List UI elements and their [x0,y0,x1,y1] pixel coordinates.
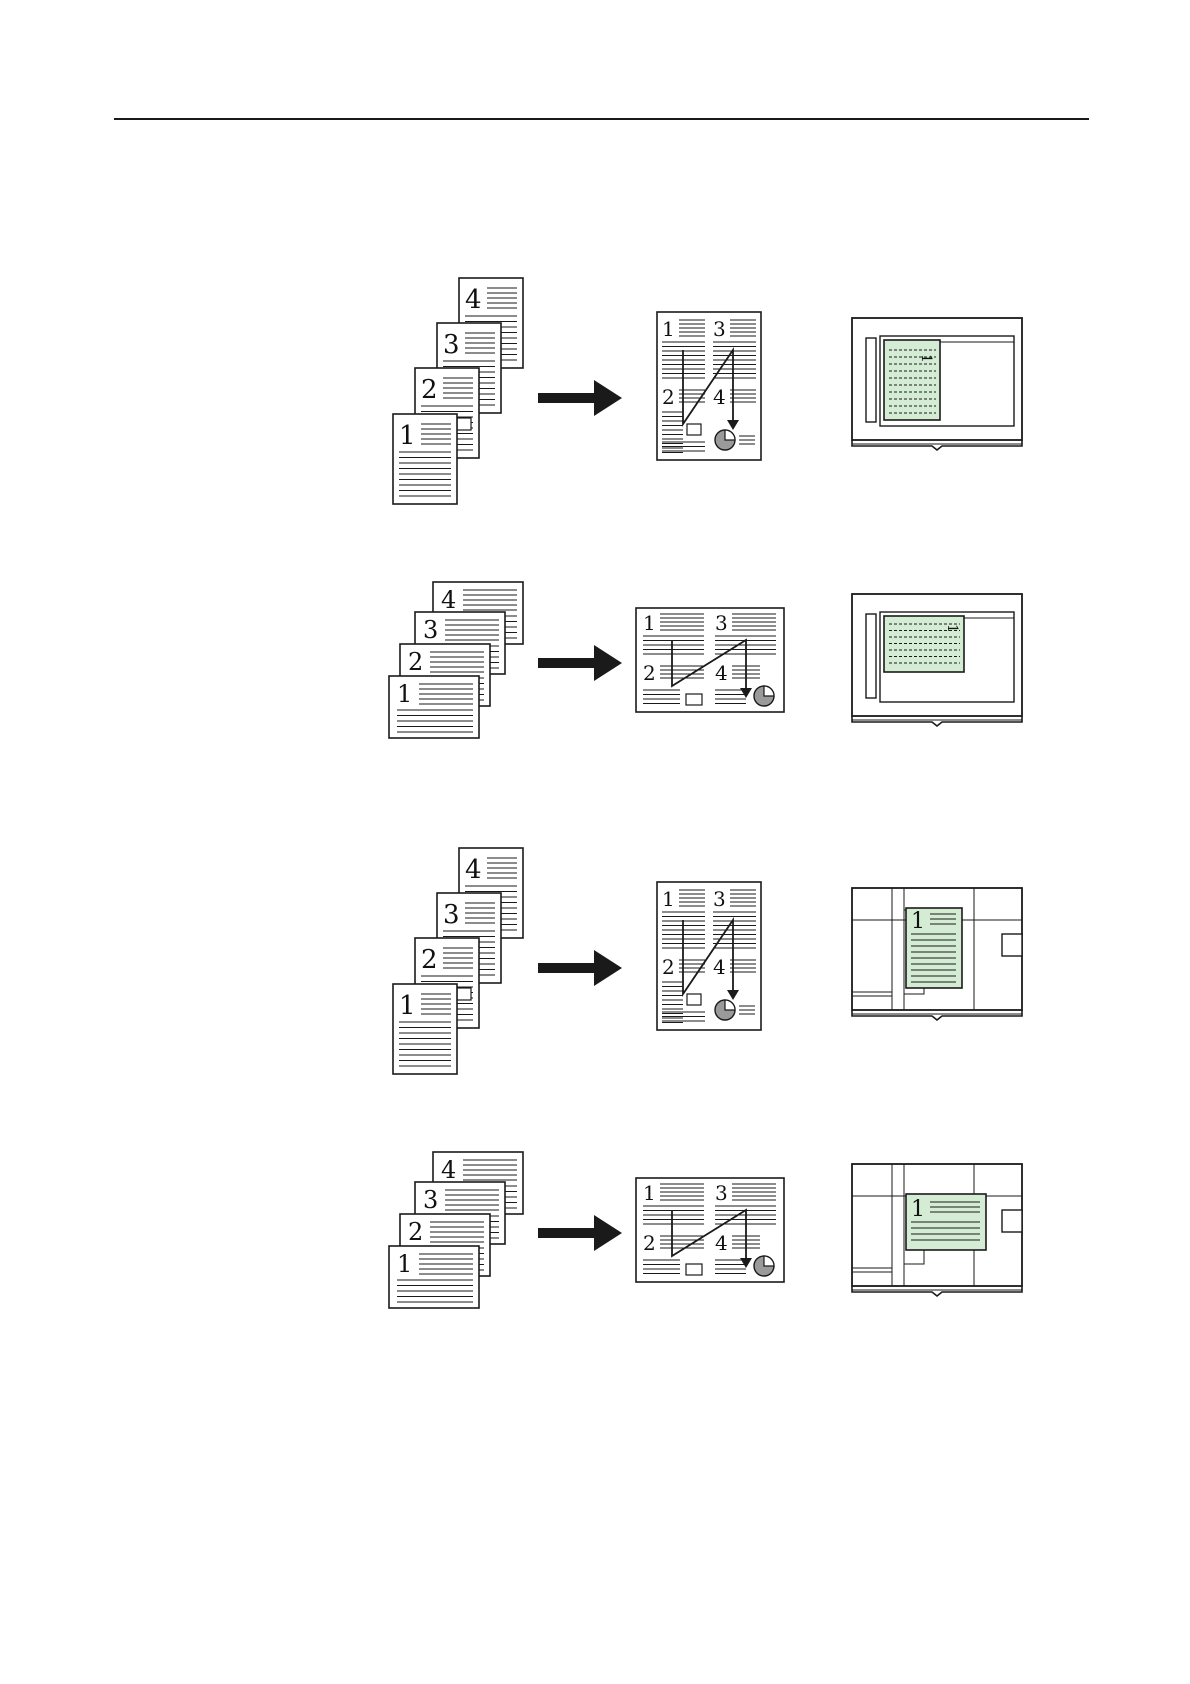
page-number: 1 [397,680,412,708]
copier-front-edge [852,716,1022,726]
pie-chart-icon [754,686,774,706]
page-number: 1 [662,887,675,911]
page-number: 4 [465,285,482,315]
page-number: 1 [944,624,960,633]
small-box-icon [686,694,702,705]
page-number: 4 [715,661,728,685]
page-number: 4 [715,1231,728,1255]
small-box-icon [687,424,701,435]
page-number: 1 [643,611,656,635]
page-number: 1 [643,1181,656,1205]
copier-top-view-icon: 1 [852,318,1022,450]
page-number: 3 [715,1181,728,1205]
page-number: 1 [911,909,925,934]
page-number: 3 [423,616,438,644]
small-box-icon [686,1264,702,1275]
page-number: 4 [441,586,456,614]
original-page-1: 1 [393,414,457,504]
right-arrow-icon [538,1215,622,1251]
page-number: 2 [643,661,656,685]
combined-result-page: 1 3 2 4 [657,312,761,460]
page-number: 1 [399,991,416,1021]
page-number: 2 [662,955,675,979]
original-sheet [884,340,940,420]
platen-scale [866,338,876,422]
copier-front-edge [852,1286,1022,1296]
copier-front-edge [852,440,1022,450]
combined-result-page: 1 3 2 4 [636,1178,784,1282]
original-page-1: 1 [393,984,457,1074]
page-number: 2 [643,1231,656,1255]
page-number: 2 [408,648,423,676]
feeder-tab [1002,1210,1022,1232]
page-number: 1 [397,1250,412,1278]
page-number: 3 [443,900,460,930]
combined-result-page: 1 3 2 4 [657,882,761,1030]
original-page-1: 1 [389,1246,479,1308]
small-box-icon [457,988,471,1000]
page-number: 1 [918,354,934,363]
combined-result-page: 1 3 2 4 [636,608,784,712]
page-number: 2 [421,375,438,405]
page-number: 1 [399,421,416,451]
small-box-icon [457,418,471,430]
right-arrow-icon [538,380,622,416]
page-number: 3 [443,330,460,360]
originals-stack: 432 1 [389,582,523,738]
platen-scale [866,614,876,698]
page-number: 4 [441,1156,456,1184]
page-number: 3 [423,1186,438,1214]
copier-top-view-icon: 1 [852,1164,1022,1296]
copier-top-view-icon: 1 [852,594,1022,726]
page-number: 3 [713,317,726,341]
page-number: 2 [421,945,438,975]
pie-chart-icon [715,1000,735,1020]
copier-top-view-icon: 1 [852,888,1022,1020]
pie-chart-icon [715,430,735,450]
page-number: 2 [408,1218,423,1246]
page-number: 2 [662,385,675,409]
page-number: 3 [715,611,728,635]
pie-chart-icon [754,1256,774,1276]
copier-front-edge [852,1010,1022,1020]
page-number: 4 [713,955,726,979]
right-arrow-icon [538,950,622,986]
page-number: 1 [662,317,675,341]
page-number: 3 [713,887,726,911]
original-page-1: 1 [389,676,479,738]
right-arrow-icon [538,645,622,681]
page-number: 1 [911,1197,925,1222]
feeder-tab [1002,934,1022,956]
page-number: 4 [713,385,726,409]
originals-stack: 432 1 [389,1152,523,1308]
page-number: 4 [465,855,482,885]
small-box-icon [687,994,701,1005]
